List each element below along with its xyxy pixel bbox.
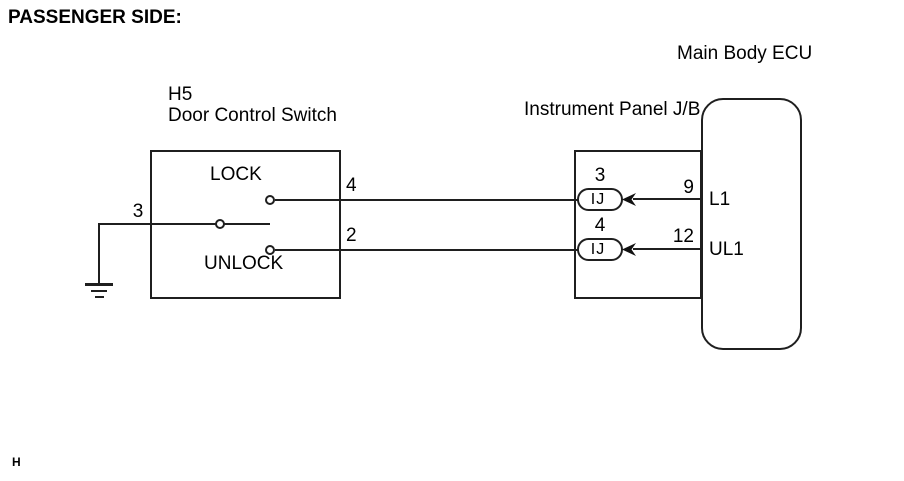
- switch-pin-common: 3: [132, 201, 144, 222]
- switch-pin-lock: 4: [346, 175, 357, 196]
- page-title: PASSENGER SIDE:: [8, 7, 182, 28]
- ecu-lock-wire: [633, 198, 702, 200]
- ground-icon: [85, 283, 113, 300]
- ecu-label: Main Body ECU: [677, 43, 813, 64]
- ecu-pin-unlock: 12: [672, 226, 694, 247]
- junction-block-label: Instrument Panel J/B: [524, 99, 701, 120]
- unlock-label: UNLOCK: [204, 253, 284, 274]
- lock-contact: [265, 195, 275, 205]
- switch-pin-unlock: 2: [346, 225, 357, 246]
- left-arrowhead-icon: [622, 193, 636, 206]
- lock-wire: [275, 199, 578, 201]
- unlock-wire: [275, 249, 578, 251]
- unlock-contact: [265, 245, 275, 255]
- footer-mark: H: [12, 455, 21, 469]
- left-arrowhead-icon: [622, 243, 636, 256]
- ground-drop-wire: [98, 224, 100, 285]
- ecu-pin-lock: 9: [683, 177, 694, 198]
- ecu-terminal-lock: L1: [709, 189, 731, 210]
- ecu-unlock-wire: [633, 248, 702, 250]
- ij-connector-lock: IJ: [577, 188, 623, 211]
- switch-connector-code: H5: [168, 84, 193, 105]
- common-contact: [215, 219, 225, 229]
- ij-connector-unlock: IJ: [577, 238, 623, 261]
- jb-pin-lock: 3: [594, 165, 606, 186]
- lock-label: LOCK: [210, 164, 262, 185]
- ecu-box: [701, 98, 802, 350]
- ecu-terminal-unlock: UL1: [709, 239, 744, 260]
- common-wire: [98, 223, 217, 225]
- jb-pin-unlock: 4: [594, 215, 606, 236]
- switch-name-label: Door Control Switch: [168, 105, 337, 126]
- switch-arm: [224, 223, 270, 225]
